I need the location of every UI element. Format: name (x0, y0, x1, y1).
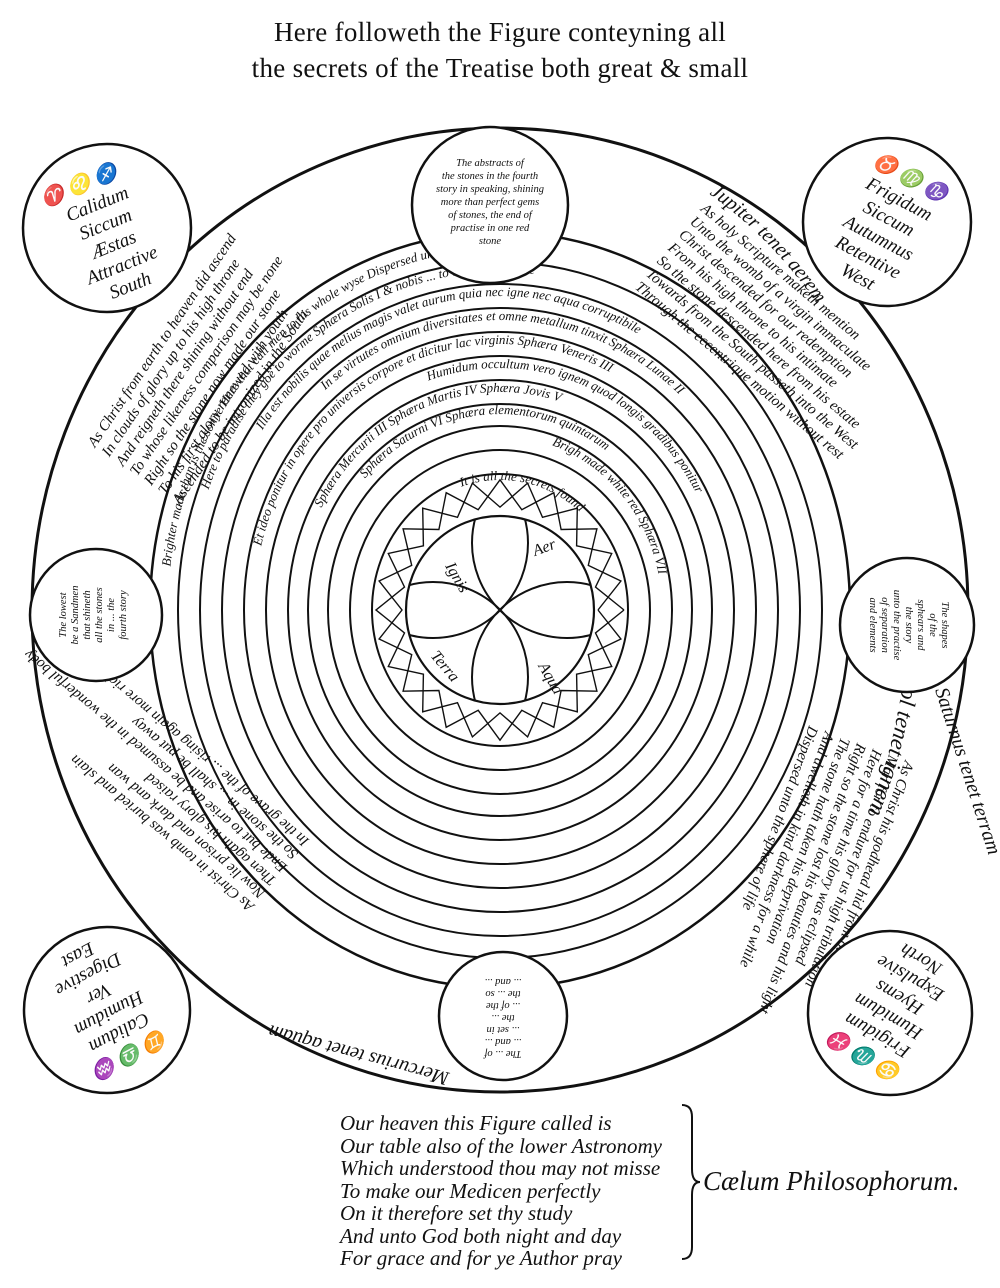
svg-text:The abstracts of: The abstracts of (456, 158, 526, 169)
corner-circle-top-left (21, 142, 193, 314)
side-circle-left (28, 547, 164, 683)
svg-text:practise in one red: practise in one red (450, 223, 530, 234)
verse-line: For grace and for ye Author pray (340, 1246, 622, 1270)
side-circle-left-text: The lowest be a Sandmen that shineth all… (58, 586, 129, 645)
svg-text:... and ...: ... and ... (485, 1036, 522, 1047)
svg-text:all the stones: all the stones (94, 587, 105, 642)
corner-circle-top-right (801, 136, 973, 308)
verse-line: Our table also of the lower Astronomy (340, 1133, 662, 1158)
element-ignis: Ignis (441, 559, 472, 596)
verse-line: On it therefore set thy study (340, 1201, 573, 1225)
verse-line: To make our Medicen perfectly (340, 1178, 601, 1203)
side-circle-top-text: The abstracts of the stones in the fourt… (436, 158, 544, 247)
svg-text:stone: stone (479, 236, 502, 247)
svg-text:the ...: the ... (491, 1012, 514, 1023)
center-petals (406, 516, 594, 704)
svg-text:the ... so: the ... so (485, 988, 520, 999)
svg-text:be a Sandmen: be a Sandmen (70, 586, 81, 645)
side-circle-right (838, 556, 976, 694)
zigzag-line-b (374, 481, 625, 739)
title-line-1: Here followeth the Figure conteyning all (273, 17, 727, 47)
svg-text:story in speaking, shining: story in speaking, shining (436, 184, 544, 195)
side-circle-bottom-text: The ... of ... and ... ... set in the ..… (482, 976, 521, 1059)
svg-text:The lowest: The lowest (58, 591, 69, 637)
svg-text:that shineth: that shineth (82, 590, 93, 639)
concentric-rings (177, 261, 823, 959)
side-circle-bottom (437, 950, 569, 1082)
element-aqua: Aqua (534, 659, 566, 698)
svg-text:... set in: ... set in (487, 1024, 520, 1035)
svg-text:... and ...: ... and ... (485, 976, 522, 987)
center-circle (404, 514, 596, 706)
svg-text:The ... of: The ... of (482, 1048, 521, 1059)
svg-text:more than perfect gems: more than perfect gems (441, 197, 539, 208)
side-circle-right-text: The shapes of the sphears and the story … (867, 590, 950, 661)
svg-text:unto the practise: unto the practise (891, 590, 902, 661)
svg-text:... of the: ... of the (486, 1000, 520, 1011)
svg-text:sphears and: sphears and (915, 599, 926, 651)
verse-line: Our heaven this Figure called is (340, 1111, 612, 1135)
svg-text:the stones in the fourth: the stones in the fourth (442, 171, 538, 182)
page-title: Here followeth the Figure conteyning all… (0, 14, 1000, 86)
side-circle-top (410, 125, 570, 285)
svg-text:of the: of the (927, 613, 938, 637)
caption-caelum-philosophorum: Cælum Philosophorum. (703, 1166, 960, 1196)
svg-text:and elements: and elements (867, 597, 878, 652)
svg-text:of separation: of separation (879, 597, 890, 653)
element-terra: Terra (427, 648, 463, 686)
svg-text:of stones, the end of: of stones, the end of (448, 210, 534, 221)
svg-text:The shapes: The shapes (939, 602, 950, 649)
outer-label-mercurius: Mercurius tenet aquam (266, 1020, 452, 1090)
closing-verse: Our heaven this Figure called is Our tab… (340, 1112, 685, 1270)
verse-line: Which understood thou may not misse (340, 1156, 661, 1180)
element-aer: Aer (530, 536, 559, 560)
svg-text:the story: the story (903, 607, 914, 644)
corner-circle-bottom-left (22, 925, 192, 1095)
zigzag-ring (374, 478, 625, 742)
verse-line: And unto God both night and day (340, 1223, 622, 1248)
verse-bottom-left: As Christ in tomb was buried and slain N… (21, 646, 313, 915)
corner-circle-bottom-right (806, 929, 974, 1097)
svg-text:fourth story: fourth story (118, 590, 129, 640)
verse-brace (681, 1104, 701, 1260)
zigzag-line-a (378, 478, 622, 742)
title-line-2: the secrets of the Treatise both great &… (251, 53, 749, 83)
svg-text:in ... the: in ... the (106, 598, 117, 632)
center-ring-text: It is all the secrets found (456, 468, 588, 515)
